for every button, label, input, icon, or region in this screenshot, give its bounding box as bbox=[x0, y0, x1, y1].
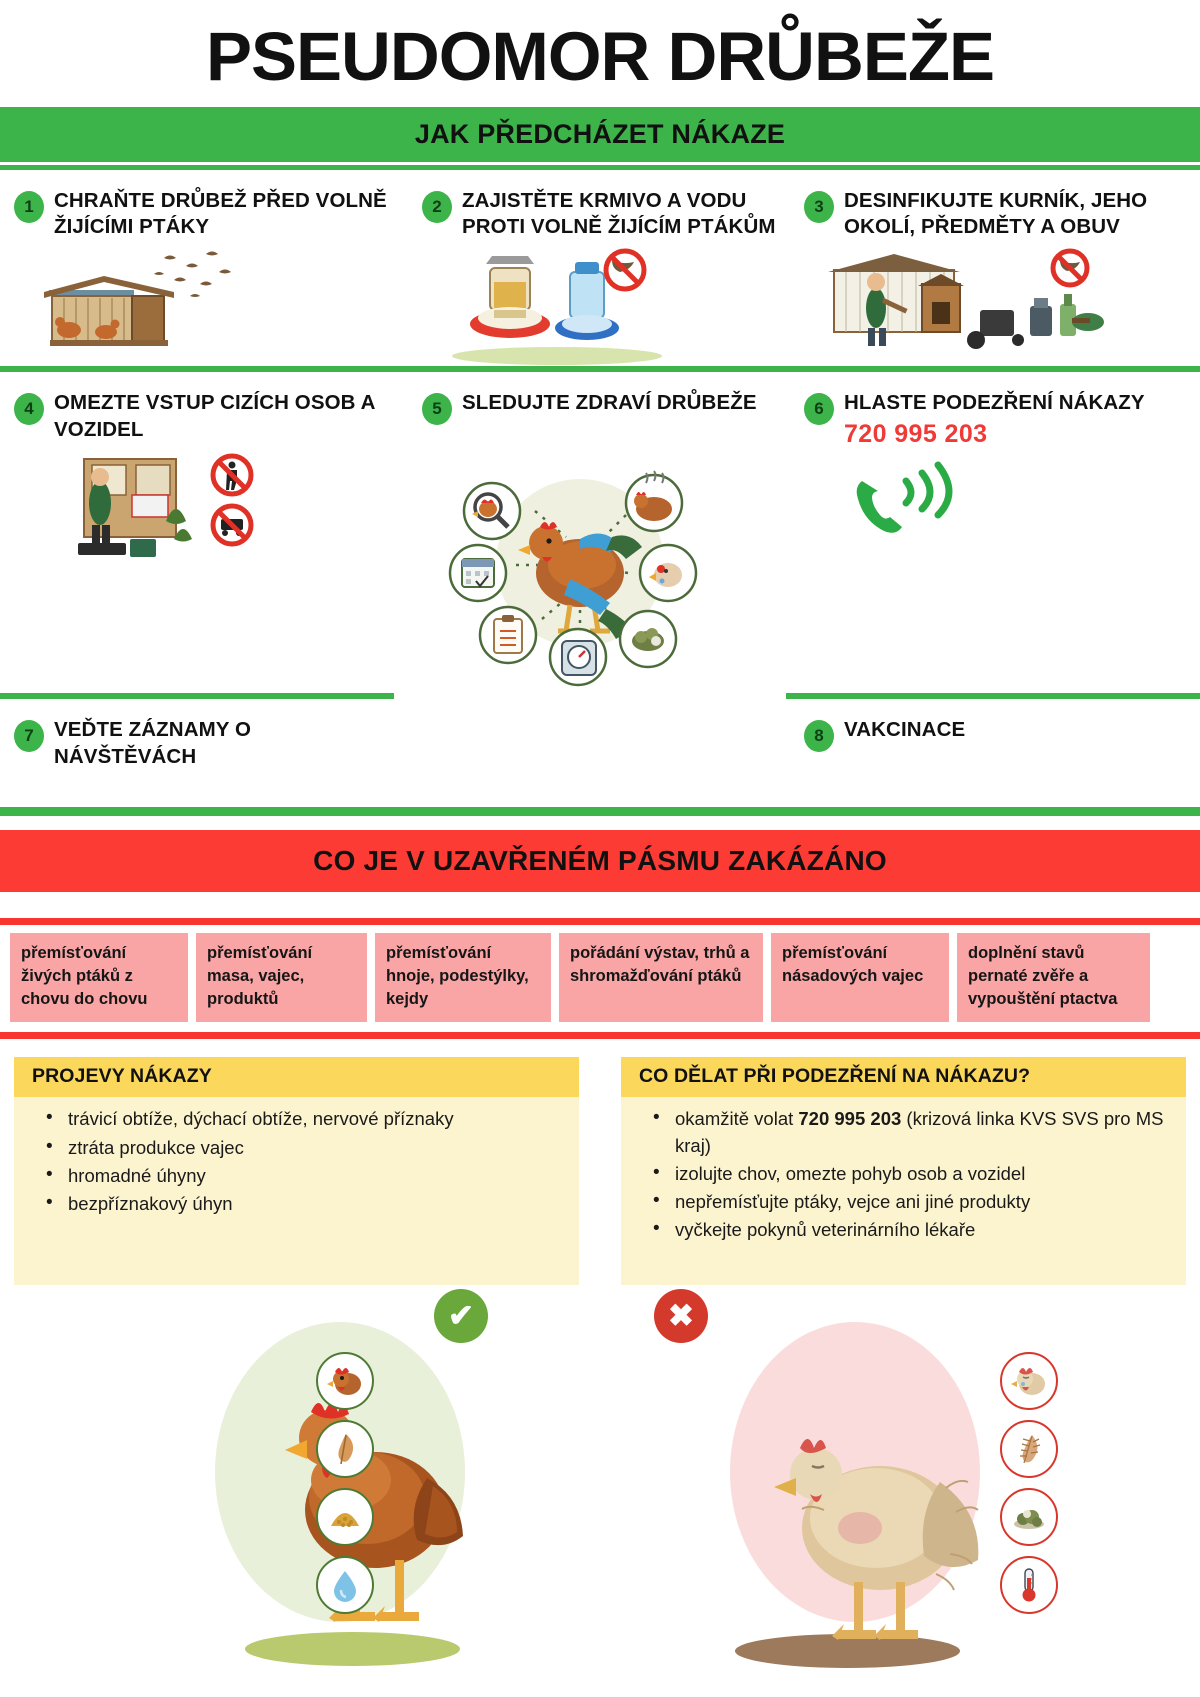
cross-stamp-icon: ✖ bbox=[654, 1289, 708, 1343]
panel-whattodo-body: okamžitě volat 720 995 203 (krizová link… bbox=[621, 1097, 1186, 1286]
restricted-bottom-rule bbox=[0, 1032, 1200, 1040]
whattodo-list: okamžitě volat 720 995 203 (krizová link… bbox=[651, 1105, 1168, 1243]
prevention-section-bottom-rule bbox=[0, 807, 1200, 817]
prevention-step-8[interactable]: 8 VAKCINACE bbox=[790, 699, 1200, 797]
prevention-divider-2 bbox=[0, 693, 1200, 700]
step-4-label: OMEZTE VSTUP CIZÍCH OSOB A VOZIDEL bbox=[54, 391, 375, 441]
step-5-header: 5 SLEDUJTE ZDRAVÍ DRŮBEŽE bbox=[422, 390, 778, 426]
healthy-hen-panel: ✔ bbox=[0, 1282, 600, 1697]
healthy-ground bbox=[245, 1632, 460, 1666]
ringing-phone-icon bbox=[804, 457, 1188, 557]
coop-with-wild-birds-icon bbox=[14, 248, 396, 366]
step-2-header: 2 ZAJISTĚTE KRMIVO A VODU PROTI VOLNĚ ŽI… bbox=[422, 188, 778, 240]
restricted-items-strip: přemísťování živých ptáků z chovu do cho… bbox=[0, 925, 1200, 1032]
step-6-label: HLASTE PODEZŘENÍ NÁKAZY bbox=[844, 391, 1145, 415]
prevention-step-3[interactable]: 3 DESINFIKUJTE KURNÍK, JEHO OKOLÍ, PŘEDM… bbox=[790, 170, 1200, 366]
thermometer-icon bbox=[1000, 1556, 1058, 1614]
prevention-section: 1 CHRAŇTE DRŮBEŽ PŘED VOLNĚ ŽIJÍCÍMI PTÁ… bbox=[0, 170, 1200, 797]
step-7-label: VEĎTE ZÁZNAMY O NÁVŠTĚVÁCH bbox=[54, 718, 252, 768]
step-2-badge: 2 bbox=[422, 191, 452, 223]
panel-whattodo-title: CO DĚLAT PŘI PODEZŘENÍ NA NÁKAZU? bbox=[621, 1057, 1186, 1098]
step-7-header: 7 VEĎTE ZÁZNAMY O NÁVŠTĚVÁCH bbox=[14, 717, 396, 769]
checkmark-stamp-icon: ✔ bbox=[434, 1289, 488, 1343]
step-6-badge: 6 bbox=[804, 393, 834, 426]
prevention-step-5-overflow bbox=[408, 699, 790, 797]
sick-hen-panel: ✖ bbox=[600, 1282, 1200, 1697]
prevention-step-5[interactable]: 5 SLEDUJTE ZDRAVÍ DRŮBEŽE bbox=[408, 372, 790, 693]
symptom-item: trávicí obtíže, dýchací obtíže, nervové … bbox=[44, 1105, 561, 1132]
restricted-item: přemísťování masa, vajec, produktů bbox=[196, 933, 367, 1023]
healthy-vs-sick-comparison: ✔ bbox=[0, 1282, 1200, 1697]
prevention-divider-1 bbox=[0, 366, 1200, 373]
prevention-step-7[interactable]: 7 VEĎTE ZÁZNAMY O NÁVŠTĚVÁCH bbox=[0, 699, 408, 797]
prevention-row-3: 7 VEĎTE ZÁZNAMY O NÁVŠTĚVÁCH 8 VAKCINACE bbox=[0, 699, 1200, 797]
restricted-item: přemísťování živých ptáků z chovu do cho… bbox=[10, 933, 188, 1023]
panel-symptoms-body: trávicí obtíže, dýchací obtíže, nervové … bbox=[14, 1097, 579, 1286]
whattodo-item: izolujte chov, omezte pohyb osob a vozid… bbox=[651, 1160, 1168, 1187]
restricted-top-rule bbox=[0, 918, 1200, 926]
panel-symptoms-title: PROJEVY NÁKAZY bbox=[14, 1057, 579, 1098]
step-1-label: CHRAŇTE DRŮBEŽ PŘED VOLNĚ ŽIJÍCÍMI PTÁKY bbox=[54, 189, 387, 239]
restricted-item: přemísťování násadových vajec bbox=[771, 933, 949, 1023]
subtitle-band: JAK PŘEDCHÁZET NÁKAZE bbox=[0, 107, 1200, 162]
step-3-header: 3 DESINFIKUJTE KURNÍK, JEHO OKOLÍ, PŘEDM… bbox=[804, 188, 1188, 240]
header-underline bbox=[0, 165, 1200, 170]
sick-hen-illustration bbox=[750, 1378, 990, 1663]
green-droppings-icon bbox=[1000, 1488, 1058, 1546]
step-1-badge: 1 bbox=[14, 191, 44, 223]
restricted-banner: CO JE V UZAVŘENÉM PÁSMU ZAKÁZÁNO bbox=[0, 830, 1200, 893]
prevention-step-4[interactable]: 4 OMEZTE VSTUP CIZÍCH OSOB A VOZIDEL bbox=[0, 372, 408, 693]
restricted-item: doplnění stavů pernaté zvěře a vypouštěn… bbox=[957, 933, 1150, 1023]
step-8-badge: 8 bbox=[804, 720, 834, 753]
prevention-row-1: 1 CHRAŇTE DRŮBEŽ PŘED VOLNĚ ŽIJÍCÍMI PTÁ… bbox=[0, 170, 1200, 366]
coop-disinfection-icon bbox=[804, 248, 1188, 366]
prevention-step-2[interactable]: 2 ZAJISTĚTE KRMIVO A VODU PROTI VOLNĚ ŽI… bbox=[408, 170, 790, 366]
prevention-step-6[interactable]: 6 HLASTE PODEZŘENÍ NÁKAZY 720 995 203 bbox=[790, 372, 1200, 693]
page-title: PSEUDOMOR DRŮBEŽE bbox=[205, 18, 995, 95]
ruffled-feather-icon bbox=[1000, 1420, 1058, 1478]
symptom-item: ztráta produkce vajec bbox=[44, 1134, 561, 1161]
feeder-waterer-no-birds-icon bbox=[422, 248, 778, 366]
chicken-head-healthy-icon bbox=[316, 1352, 374, 1410]
panel-whattodo: CO DĚLAT PŘI PODEZŘENÍ NA NÁKAZU? okamži… bbox=[621, 1057, 1186, 1286]
whattodo-item: nepřemísťujte ptáky, vejce ani jiné prod… bbox=[651, 1188, 1168, 1215]
prevention-row-2: 4 OMEZTE VSTUP CIZÍCH OSOB A VOZIDEL bbox=[0, 372, 1200, 693]
panel-symptoms: PROJEVY NÁKAZY trávicí obtíže, dýchací o… bbox=[14, 1057, 579, 1286]
symptom-item: bezpříznakový úhyn bbox=[44, 1190, 561, 1217]
whattodo-item: vyčkejte pokynů veterinárního lékaře bbox=[651, 1216, 1168, 1243]
step-6-header: 6 HLASTE PODEZŘENÍ NÁKAZY 720 995 203 bbox=[804, 390, 1188, 448]
sick-icon-column bbox=[1000, 1352, 1058, 1614]
step-2-label: ZAJISTĚTE KRMIVO A VODU PROTI VOLNĚ ŽIJÍ… bbox=[462, 189, 776, 239]
chicken-head-sick-icon bbox=[1000, 1352, 1058, 1410]
step-4-header: 4 OMEZTE VSTUP CIZÍCH OSOB A VOZIDEL bbox=[14, 390, 396, 442]
step-4-badge: 4 bbox=[14, 393, 44, 426]
step-1-header: 1 CHRAŇTE DRŮBEŽ PŘED VOLNĚ ŽIJÍCÍMI PTÁ… bbox=[14, 188, 396, 240]
info-panels: PROJEVY NÁKAZY trávicí obtíže, dýchací o… bbox=[0, 1039, 1200, 1286]
symptoms-list: trávicí obtíže, dýchací obtíže, nervové … bbox=[44, 1105, 561, 1217]
restricted-item: přemísťování hnoje, podestýlky, kejdy bbox=[375, 933, 551, 1023]
hotline-phone-number[interactable]: 720 995 203 bbox=[844, 419, 988, 448]
step-3-label: DESINFIKUJTE KURNÍK, JEHO OKOLÍ, PŘEDMĚT… bbox=[844, 189, 1148, 239]
prevention-step-1[interactable]: 1 CHRAŇTE DRŮBEŽ PŘED VOLNĚ ŽIJÍCÍMI PTÁ… bbox=[0, 170, 408, 366]
restricted-item: pořádání výstav, trhů a shromažďování pt… bbox=[559, 933, 763, 1023]
step-5-label: SLEDUJTE ZDRAVÍ DRŮBEŽE bbox=[462, 391, 757, 415]
step-7-badge: 7 bbox=[14, 720, 44, 753]
water-drop-icon bbox=[316, 1556, 374, 1614]
health-monitoring-icon bbox=[422, 433, 778, 693]
subtitle-text: JAK PŘEDCHÁZET NÁKAZE bbox=[414, 119, 786, 149]
sick-ground bbox=[735, 1634, 960, 1668]
grain-icon bbox=[316, 1488, 374, 1546]
step-3-badge: 3 bbox=[804, 191, 834, 223]
step-8-label: VAKCINACE bbox=[844, 718, 966, 742]
whattodo-item: okamžitě volat 720 995 203 (krizová link… bbox=[651, 1105, 1168, 1159]
healthy-icon-column bbox=[316, 1352, 374, 1614]
step-8-header: 8 VAKCINACE bbox=[804, 717, 1188, 753]
symptom-item: hromadné úhyny bbox=[44, 1162, 561, 1189]
step-5-badge: 5 bbox=[422, 393, 452, 426]
restricted-entry-icon bbox=[14, 451, 396, 581]
feather-icon bbox=[316, 1420, 374, 1478]
restricted-banner-text: CO JE V UZAVŘENÉM PÁSMU ZAKÁZÁNO bbox=[313, 845, 887, 877]
